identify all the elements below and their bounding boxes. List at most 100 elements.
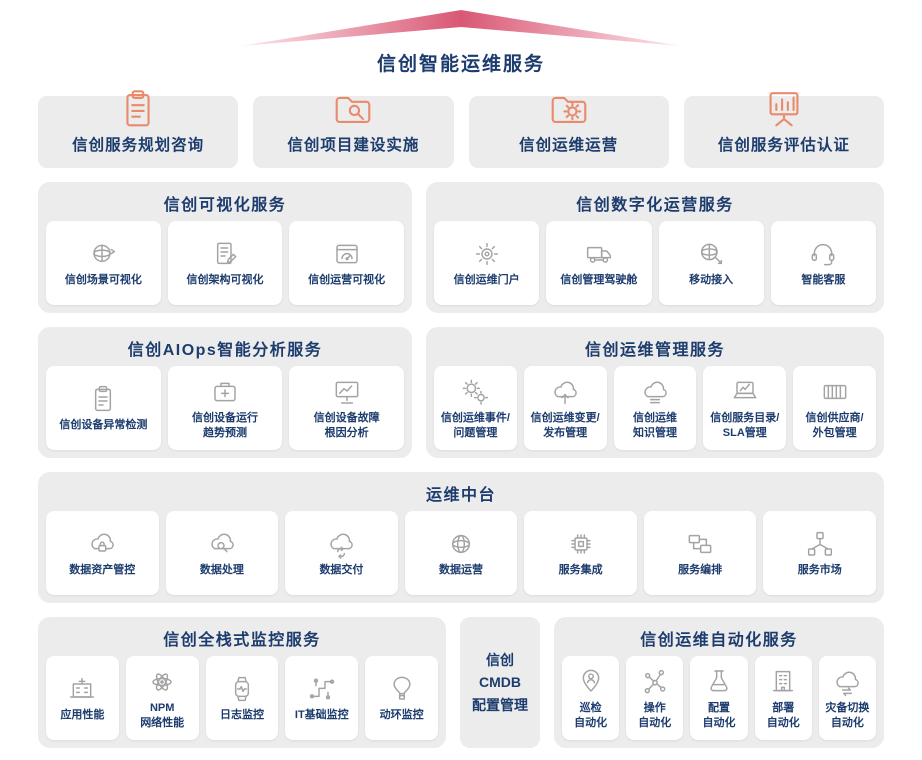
service-card: 数据资产管控 xyxy=(46,511,159,595)
service-card-label: IT基础监控 xyxy=(294,709,349,722)
service-card-label: 动环监控 xyxy=(379,709,424,722)
service-card-label: 部署 自动化 xyxy=(766,702,800,729)
cloud-doc-icon xyxy=(639,376,671,408)
service-card-label: 信创运维事件/ 问题管理 xyxy=(440,412,510,439)
service-card-label: 数据交付 xyxy=(319,564,364,577)
service-card-label: 信创架构可视化 xyxy=(186,274,264,287)
service-card-label: 信创运维 知识管理 xyxy=(632,412,677,439)
service-card: 信创运维变更/ 发布管理 xyxy=(523,366,607,450)
header: 信创智能运维服务 xyxy=(38,8,884,76)
top-services-row: 信创服务规划咨询 信创项目建设实施 信创运维运营 信创服务评估认证 xyxy=(38,88,884,168)
building-icon xyxy=(767,666,799,698)
service-card-label: 服务编排 xyxy=(678,564,723,577)
service-card-label: 数据运营 xyxy=(439,564,484,577)
panel-title-ops-mgmt: 信创运维管理服务 xyxy=(584,342,725,359)
gauge-icon xyxy=(331,238,363,270)
truck-icon xyxy=(583,238,615,270)
digital-ops-cards: 信创运维门户 信创管理驾驶舱 移动接入 智能客服 xyxy=(434,221,876,305)
middle-platform-cards: 数据资产管控 数据处理 数据交付 数据运营 服务集成 xyxy=(46,511,877,595)
panel-title-aiops: 信创AIOps智能分析服务 xyxy=(127,342,323,359)
panel-title-digital-ops: 信创数字化运营服务 xyxy=(576,197,734,214)
medkit-icon xyxy=(209,376,241,408)
service-card-label: 智能客服 xyxy=(801,274,846,287)
document-edit-icon xyxy=(209,238,241,270)
service-card: 信创运维事件/ 问题管理 xyxy=(434,366,517,450)
panel-title-monitoring: 信创全栈式监控服务 xyxy=(163,632,321,649)
panel-ops-mgmt: 信创运维管理服务 信创运维事件/ 问题管理 信创运维变更/ 发布管理 信创运维 … xyxy=(426,327,884,458)
ops-mgmt-cards: 信创运维事件/ 问题管理 信创运维变更/ 发布管理 信创运维 知识管理 信创服务… xyxy=(434,366,876,450)
service-card: 部署 自动化 xyxy=(754,656,812,740)
top-service-card-certification: 信创服务评估认证 xyxy=(683,92,884,168)
cloud-upload-icon xyxy=(549,376,581,408)
service-card-label: 日志监控 xyxy=(219,709,264,722)
laptop-chart-icon xyxy=(729,376,761,408)
service-card-label: 数据处理 xyxy=(199,564,244,577)
service-card-label: 信创运维变更/ 发布管理 xyxy=(530,412,600,439)
top-service-label: 信创服务规划咨询 xyxy=(72,137,205,154)
service-card-label: 信创服务目录/ SLA管理 xyxy=(710,412,780,439)
service-card-label: 信创设备故障 根因分析 xyxy=(313,412,380,439)
service-card-label: 信创供应商/ 外包管理 xyxy=(805,412,864,439)
service-card: 信创架构可视化 xyxy=(167,221,283,305)
top-service-label: 信创项目建设实施 xyxy=(287,137,420,154)
panel-title-middle-platform: 运维中台 xyxy=(425,487,496,504)
service-card: 信创运维门户 xyxy=(434,221,540,305)
top-service-card-implementation: 信创项目建设实施 xyxy=(253,96,454,168)
service-card: 移动接入 xyxy=(658,221,764,305)
automation-cards: 巡检 自动化 操作 自动化 配置 自动化 部署 自动化 灾备切换 自动化 xyxy=(562,656,877,740)
row-aiops-opsmgmt: 信创AIOps智能分析服务 信创设备异常检测 信创设备运行 趋势预测 信创设备故… xyxy=(38,327,884,458)
watch-icon xyxy=(226,673,258,705)
aiops-cards: 信创设备异常检测 信创设备运行 趋势预测 信创设备故障 根因分析 xyxy=(46,366,405,450)
service-card-label: 应用性能 xyxy=(60,709,105,722)
service-card: 数据交付 xyxy=(285,511,398,595)
service-card-label: 巡检 自动化 xyxy=(574,702,608,729)
cloud-swap-icon xyxy=(831,666,863,698)
clipboard-icon xyxy=(115,86,161,132)
service-card: 数据处理 xyxy=(165,511,279,595)
service-card: 信创供应商/ 外包管理 xyxy=(793,366,876,450)
folder-gear-icon xyxy=(546,86,592,132)
headset-icon xyxy=(807,238,839,270)
container-icon xyxy=(819,376,851,408)
clipboard-check-icon xyxy=(87,383,119,415)
service-card-label: 信创场景可视化 xyxy=(64,274,142,287)
cloud-lock-icon xyxy=(86,528,118,560)
building-cross-icon xyxy=(66,673,98,705)
chip-icon xyxy=(565,528,597,560)
globe-grid-icon xyxy=(445,528,477,560)
service-card: 服务集成 xyxy=(524,511,637,595)
service-card-label: 配置 自动化 xyxy=(702,702,736,729)
service-card: 信创运营可视化 xyxy=(289,221,405,305)
circuit-icon xyxy=(306,673,338,705)
service-card: NPM 网络性能 xyxy=(125,656,199,740)
row-middle-platform: 运维中台 数据资产管控 数据处理 数据交付 数据运营 xyxy=(38,472,884,603)
globe-arrows-icon xyxy=(87,238,119,270)
service-card-label: 操作 自动化 xyxy=(638,702,672,729)
service-card: 巡检 自动化 xyxy=(562,656,620,740)
balloon-icon xyxy=(386,673,418,705)
service-card: 信创服务目录/ SLA管理 xyxy=(703,366,787,450)
service-card-label: 信创管理驾驶舱 xyxy=(560,274,638,287)
cmdb-label: 信创 CMDB 配置管理 xyxy=(472,651,528,713)
service-card: 配置 自动化 xyxy=(690,656,748,740)
service-card-label: 信创设备异常检测 xyxy=(59,419,148,432)
visualization-cards: 信创场景可视化 信创架构可视化 信创运营可视化 xyxy=(46,221,405,305)
panel-aiops: 信创AIOps智能分析服务 信创设备异常检测 信创设备运行 趋势预测 信创设备故… xyxy=(38,327,412,458)
panel-title-visualization: 信创可视化服务 xyxy=(163,197,287,214)
service-card: 灾备切换 自动化 xyxy=(818,656,877,740)
panel-digital-ops: 信创数字化运营服务 信创运维门户 信创管理驾驶舱 移动接入 智能客服 xyxy=(426,182,884,313)
service-card: 服务编排 xyxy=(643,511,757,595)
panel-automation: 信创运维自动化服务 巡检 自动化 操作 自动化 配置 自动化 部署 自动化 xyxy=(554,617,884,748)
top-service-label: 信创运维运营 xyxy=(519,137,619,154)
row-monitoring-cmdb-automation: 信创全栈式监控服务 应用性能 NPM 网络性能 日志监控 IT基础监控 xyxy=(38,617,884,748)
service-card: 应用性能 xyxy=(46,656,119,740)
service-card-label: 灾备切换 自动化 xyxy=(825,702,870,729)
gear-icon xyxy=(471,238,503,270)
service-card: 日志监控 xyxy=(205,656,279,740)
monitor-nodes-icon xyxy=(684,528,716,560)
page-title: 信创智能运维服务 xyxy=(376,54,545,75)
service-card: 信创设备故障 根因分析 xyxy=(289,366,405,450)
cloud-search-icon xyxy=(206,528,238,560)
service-card: IT基础监控 xyxy=(285,656,359,740)
